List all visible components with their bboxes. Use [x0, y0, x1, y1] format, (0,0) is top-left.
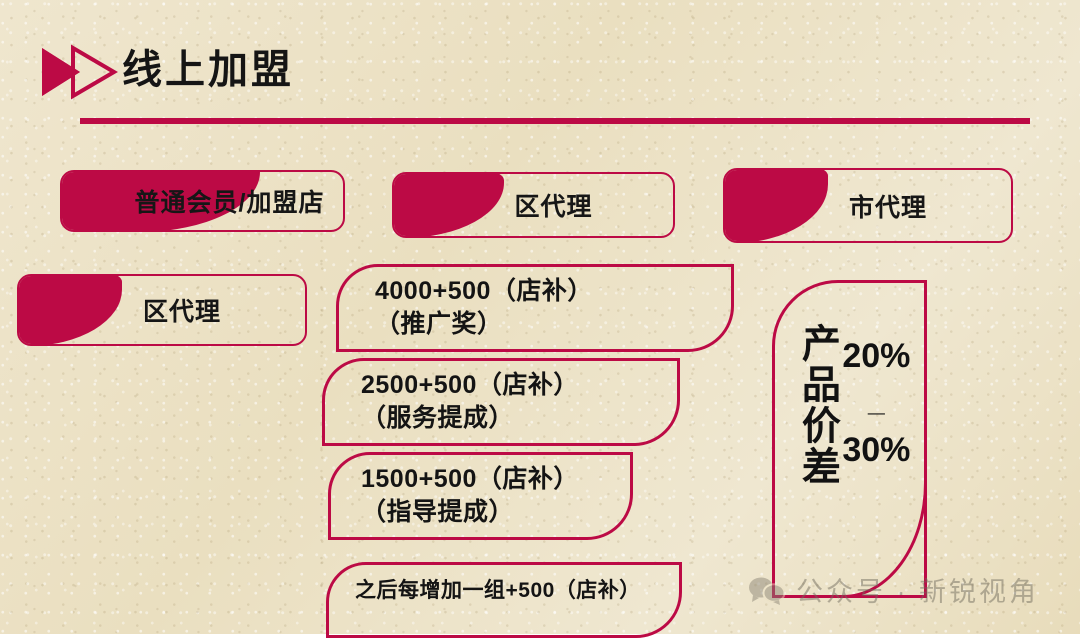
tier-box-line-1: 4000+500（店补） — [375, 277, 593, 305]
product-margin-label: 产品价差 — [796, 323, 840, 487]
product-margin-panel: 产品价差 20% _ 30% — [772, 280, 927, 598]
double-triangle-right-icon — [40, 44, 118, 100]
product-margin-content: 产品价差 20% _ 30% — [796, 323, 1034, 487]
tier-box-promotion-bonus: 4000+500（店补） （推广奖） — [336, 264, 734, 352]
tier-box-line-2: （推广奖） — [375, 310, 503, 338]
margin-range-separator: _ — [868, 385, 885, 418]
tier-box-line-1: 之后每增加一组+500（店补） — [355, 579, 641, 602]
tier-pill-label: 普通会员/加盟店 — [134, 189, 325, 217]
margin-percent-low: 20% — [842, 337, 911, 375]
tier-box-line-1: 1500+500（店补） — [361, 465, 579, 493]
tier-pill-city-agent[interactable]: 市代理 — [723, 168, 1013, 243]
tier-box-guidance-commission: 1500+500（店补） （指导提成） — [328, 452, 633, 540]
margin-percent-high: 30% — [842, 431, 911, 469]
tier-box-line-1: 2500+500（店补） — [361, 371, 579, 399]
tier-pill-label: 区代理 — [142, 298, 221, 326]
header-divider — [80, 118, 1030, 124]
tier-box-line-2: （指导提成） — [361, 498, 515, 526]
tier-pill-label: 区代理 — [514, 193, 593, 221]
product-margin-range: 20% _ 30% — [842, 339, 910, 467]
tier-pill-label: 市代理 — [848, 193, 927, 222]
page-title: 线上加盟 — [122, 48, 294, 92]
tier-pill-member[interactable]: 普通会员/加盟店 — [60, 170, 345, 232]
tier-pill-district-agent[interactable]: 区代理 — [392, 172, 675, 238]
tier-box-line-2: （服务提成） — [361, 404, 515, 432]
tier-pill-district-agent-detail[interactable]: 区代理 — [17, 274, 307, 346]
tier-box-service-commission: 2500+500（店补） （服务提成） — [322, 358, 680, 446]
tier-box-additional-group: 之后每增加一组+500（店补） — [326, 562, 682, 638]
